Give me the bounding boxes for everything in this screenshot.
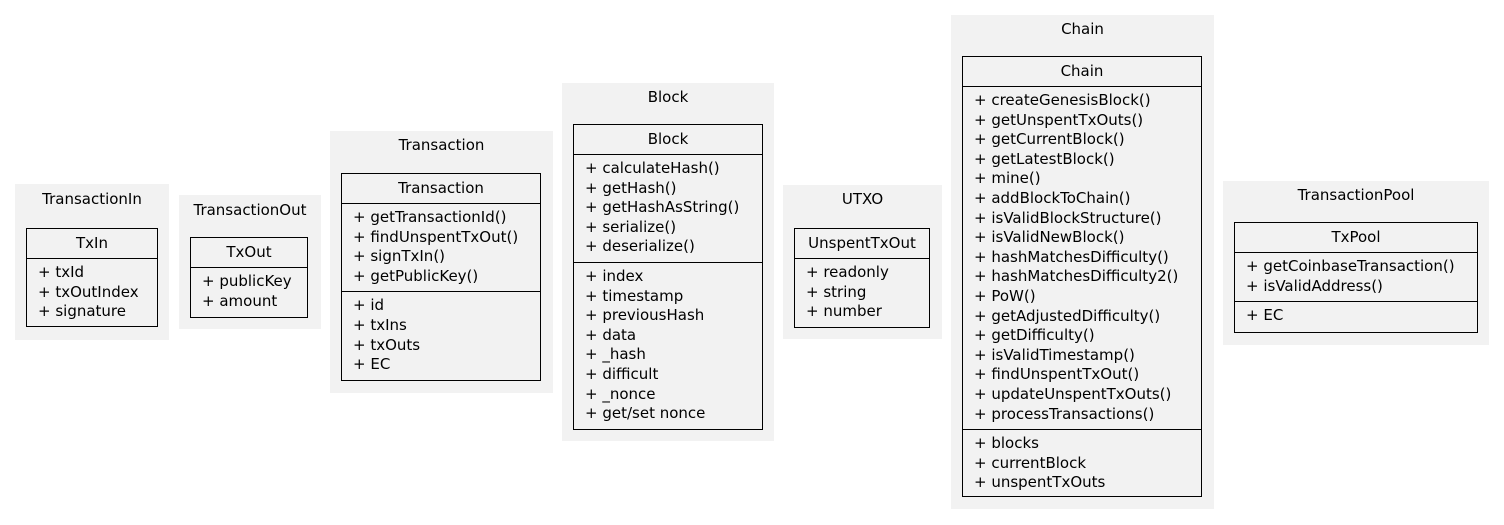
class-box-txout: TxOut+ publicKey+ amount [190,237,308,318]
class-member: + getTransactionId() [353,208,507,226]
methods-section: + getCoinbaseTransaction()+ isValidAddre… [1235,253,1477,303]
attributes-section: + EC [1235,302,1477,331]
methods-section: + calculateHash()+ getHash()+ getHashAsS… [574,155,762,263]
class-member: + addBlockToChain() [974,188,1131,207]
class-member: + isValidTimestamp() [974,345,1135,364]
class-box-chain: Chain+ createGenesisBlock()+ getUnspentT… [962,56,1202,497]
class-member: + hashMatchesDifficulty2() [974,267,1179,286]
class-member: + getHashAsString() [585,198,740,217]
class-member: + findUnspentTxOut() [353,227,519,246]
attributes-section: + index+ timestamp+ previousHash+ data+ … [574,263,762,429]
class-member: + id [353,296,385,315]
class-member: + getLatestBlock() [974,149,1115,168]
attributes-section: + id+ txIns+ txOuts+ EC [342,292,540,379]
members-section: + txId+ txOutIndex+ signature [27,259,157,327]
class-member: + processTransactions() [974,404,1155,423]
class-member: + signature [38,302,126,321]
members-section: + readonly+ string+ number [795,259,929,327]
class-name: Chain [963,57,1201,87]
class-box-transaction: Transaction+ getTransactionId()+ findUns… [341,173,541,381]
package-title: Block [647,88,689,106]
class-member: + timestamp [585,286,684,305]
package-title: Transaction [398,136,485,154]
class-member: + EC [353,355,391,374]
class-member: + signTxIn() [353,247,446,266]
class-name: UnspentTxOut [795,229,929,259]
class-member: + EC [1246,306,1284,325]
class-member: + txIns [353,315,407,334]
class-member: + readonly [806,263,889,281]
class-member: + PoW() [974,286,1036,305]
class-member: + _hash [585,345,646,364]
class-member: + index [585,266,644,285]
class-member: + amount [202,291,278,310]
package-title: TransactionOut [193,201,307,219]
class-member: + isValidNewBlock() [974,228,1125,247]
class-member: + unspentTxOuts [974,473,1106,492]
class-member: + getDifficulty() [974,326,1095,345]
class-member: + txOutIndex [38,282,139,301]
class-member: + currentBlock [974,453,1087,472]
class-member: + getUnspentTxOuts() [974,110,1144,129]
class-member: + txId [38,263,85,281]
class-member: + _nonce [585,384,656,403]
class-member: + previousHash [585,306,705,325]
members-section: + publicKey+ amount [191,268,307,316]
class-box-block: Block+ calculateHash()+ getHash()+ getHa… [573,124,763,430]
class-member: + serialize() [585,217,677,236]
class-member: + updateUnspentTxOuts() [974,384,1172,403]
class-member: + isValidAddress() [1246,276,1383,295]
package-title: TransactionPool [1297,186,1415,204]
class-member: + isValidBlockStructure() [974,208,1162,227]
class-member: + txOuts [353,335,421,354]
class-member: + createGenesisBlock() [974,91,1151,109]
class-box-txin: TxIn+ txId+ txOutIndex+ signature [26,228,158,327]
class-name: Block [574,125,762,155]
class-member: + data [585,325,637,344]
methods-section: + getTransactionId()+ findUnspentTxOut()… [342,204,540,293]
class-member: + blocks [974,434,1039,453]
package-title: UTXO [841,190,884,208]
class-member: + hashMatchesDifficulty() [974,247,1169,266]
class-name: TxIn [27,229,157,259]
class-name: Transaction [342,174,540,204]
package-title: Chain [1061,20,1104,38]
class-member: + get/set nonce [585,404,706,423]
class-member: + getCoinbaseTransaction() [1246,257,1455,275]
class-name: TxOut [191,238,307,268]
class-member: + difficult [585,364,659,383]
class-member: + findUnspentTxOut() [974,365,1140,384]
class-member: + string [806,282,867,301]
class-member: + deserialize() [585,237,695,256]
attributes-section: + blocks+ currentBlock+ unspentTxOuts [963,430,1201,498]
class-member: + getHash() [585,178,677,197]
class-box-txpool: TxPool+ getCoinbaseTransaction()+ isVali… [1234,222,1478,333]
class-box-unspenttxout: UnspentTxOut+ readonly+ string+ number [794,228,930,328]
methods-section: + createGenesisBlock()+ getUnspentTxOuts… [963,87,1201,431]
package-title: TransactionIn [42,190,142,208]
class-member: + getCurrentBlock() [974,130,1125,149]
class-member: + mine() [974,169,1041,188]
class-member: + number [806,302,882,321]
class-member: + publicKey [202,272,292,290]
class-member: + getAdjustedDifficulty() [974,306,1161,325]
class-name: TxPool [1235,223,1477,253]
class-member: + getPublicKey() [353,266,479,285]
class-member: + calculateHash() [585,159,720,177]
